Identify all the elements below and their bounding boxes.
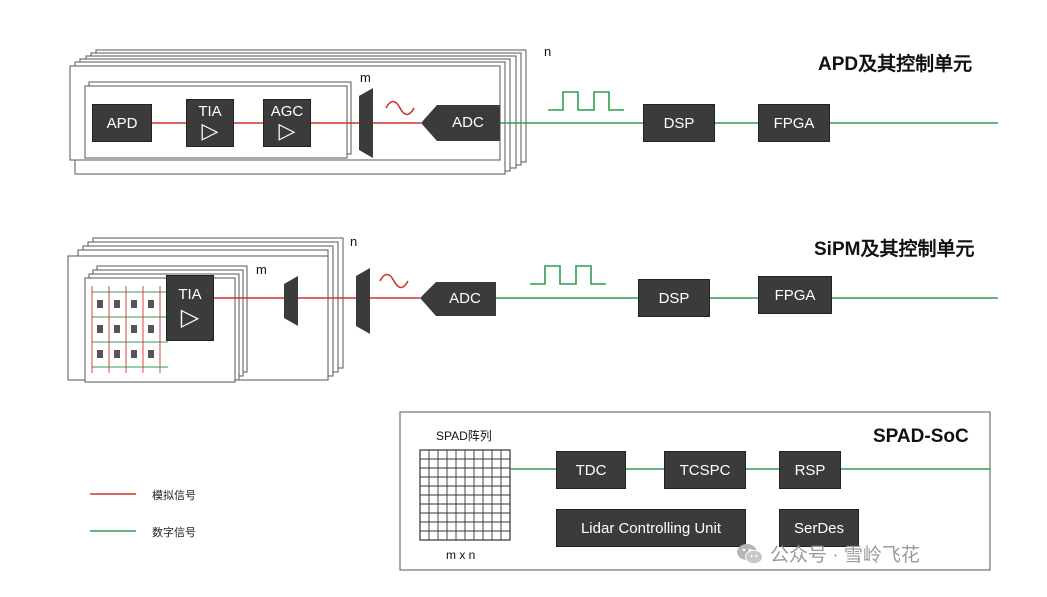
spad-tcspc-block: TCSPC — [664, 451, 746, 489]
sipm-mux-2 — [356, 268, 370, 334]
spad-array-label: SPAD阵列 — [436, 429, 492, 443]
apd-tia-block: TIA ▷ — [186, 99, 234, 147]
spad-lcu-label: Lidar Controlling Unit — [580, 519, 722, 537]
amplifier-icon: ▷ — [201, 118, 219, 143]
legend-digital-text: 数字信号 — [152, 527, 196, 539]
sipm-microcell — [97, 325, 103, 333]
apd-dsp-block: DSP — [643, 104, 715, 142]
apd-agc-block: AGC ▷ — [263, 99, 311, 147]
sipm-fpga-block: FPGA — [758, 276, 832, 314]
spad-array-grid — [419, 449, 511, 541]
watermark: 公众号 · 雪岭飞花 — [736, 540, 920, 567]
apd-block-label: APD — [106, 114, 138, 132]
sipm-tia-label: TIA — [178, 286, 202, 303]
apd-dsp-label: DSP — [663, 114, 695, 132]
apd-mux — [359, 88, 373, 158]
spad-tdc-block: TDC — [556, 451, 626, 489]
sipm-adc-shape — [420, 282, 496, 316]
spad-array-size: m x n — [446, 548, 476, 562]
spad-tdc-label: TDC — [575, 461, 607, 479]
sipm-microcell-grid — [91, 286, 168, 373]
spad-lcu-block: Lidar Controlling Unit — [556, 509, 746, 547]
spad-serdes-block: SerDes — [779, 509, 859, 547]
sipm-microcell — [97, 350, 103, 358]
sipm-inner-stack — [84, 265, 248, 383]
wechat-icon — [737, 543, 763, 564]
spad-serdes-label: SerDes — [793, 519, 845, 537]
sipm-microcell — [131, 300, 137, 308]
amplifier-icon: ▷ — [278, 118, 296, 143]
apd-n-label: n — [544, 44, 552, 59]
apd-digital-lines — [500, 91, 998, 124]
apd-adc-label: ADC — [452, 114, 484, 131]
sipm-microcell — [131, 325, 137, 333]
apd-block: APD — [92, 104, 152, 142]
sipm-tia-block: TIA ▷ — [166, 275, 214, 341]
legend-analog-text: 模拟信号 — [152, 490, 196, 502]
watermark-text: 公众号 · 雪岭飞花 — [770, 545, 920, 566]
sipm-microcell — [148, 300, 154, 308]
sipm-microcell — [114, 300, 120, 308]
sipm-section-title: SiPM及其控制单元 — [814, 239, 975, 260]
apd-fpga-label: FPGA — [773, 114, 815, 132]
sipm-m-label: m — [256, 262, 267, 277]
sipm-microcell — [114, 325, 120, 333]
sipm-microcell — [97, 300, 103, 308]
apd-m-label: m — [360, 70, 371, 85]
sipm-microcell — [131, 350, 137, 358]
sipm-microcell — [114, 350, 120, 358]
sipm-digital-lines — [496, 265, 998, 299]
apd-tia-label: TIA — [198, 103, 222, 120]
sipm-mux-1 — [284, 276, 298, 326]
sipm-dsp-label: DSP — [658, 289, 690, 307]
sipm-n-label: n — [350, 234, 358, 249]
apd-adc-shape — [421, 105, 500, 141]
apd-fpga-block: FPGA — [758, 104, 830, 142]
spad-section-title: SPAD-SoC — [873, 426, 969, 447]
apd-analog-lines — [152, 100, 421, 124]
sipm-fpga-label: FPGA — [774, 286, 816, 304]
spad-rsp-label: RSP — [794, 461, 826, 479]
sipm-microcell — [148, 325, 154, 333]
sipm-adc-label: ADC — [449, 290, 481, 307]
spad-rsp-block: RSP — [779, 451, 841, 489]
sipm-microcell — [148, 350, 154, 358]
amplifier-icon: ▷ — [180, 304, 200, 331]
apd-section-title: APD及其控制单元 — [818, 54, 973, 75]
spad-tcspc-label: TCSPC — [679, 461, 731, 479]
sipm-analog-lines — [214, 273, 420, 299]
sipm-dsp-block: DSP — [638, 279, 710, 317]
apd-agc-label: AGC — [270, 103, 304, 120]
